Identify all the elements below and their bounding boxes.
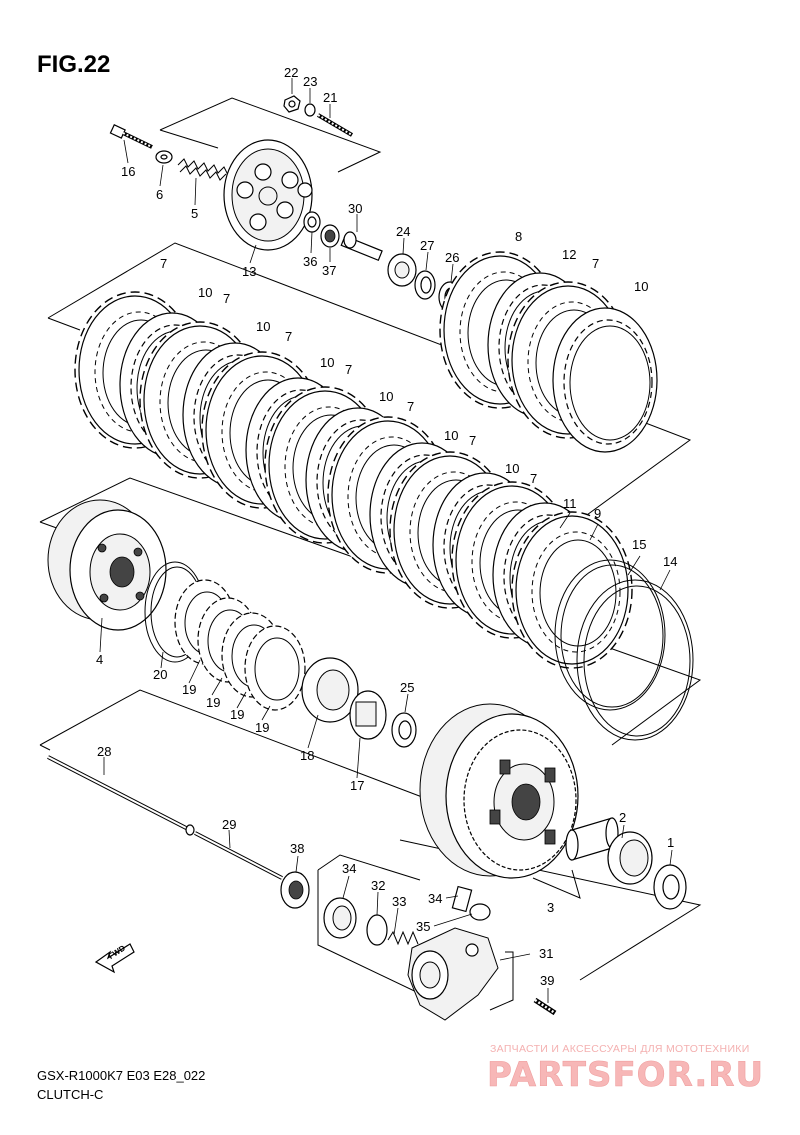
callout-11: 11	[563, 496, 577, 511]
callout-10-row-2: 10	[256, 319, 270, 334]
callout-1: 1	[667, 835, 674, 850]
callout-23: 23	[303, 74, 317, 89]
callout-24: 24	[396, 224, 410, 239]
callout-7-upper: 7	[592, 256, 599, 271]
piston-34	[323, 897, 357, 939]
model-code: GSX-R1000K7 E03 E28_022	[37, 1068, 205, 1083]
needle-bearing-2	[607, 831, 653, 885]
cap-35	[469, 903, 491, 921]
push-rod-28	[47, 755, 195, 836]
oil-seal-38	[280, 871, 310, 909]
callout-28: 28	[97, 744, 111, 759]
callout-4: 4	[96, 652, 103, 667]
section-name: CLUTCH-C	[37, 1087, 103, 1102]
callout-29: 29	[222, 817, 236, 832]
spring-5	[177, 158, 229, 181]
callout-34-piston: 34	[342, 861, 356, 876]
figure-title: FIG.22	[37, 51, 110, 78]
callout-5: 5	[191, 206, 198, 221]
callout-6: 6	[156, 187, 163, 202]
callout-20: 20	[153, 667, 167, 682]
callout-26: 26	[445, 250, 459, 265]
callout-35: 35	[416, 919, 430, 934]
callout-7-row-7: 7	[530, 471, 537, 486]
callout-27: 27	[420, 238, 434, 253]
washer-23	[304, 103, 316, 117]
callout-19-d: 19	[255, 720, 269, 735]
washer-36	[303, 211, 321, 233]
cam-17	[349, 690, 387, 740]
bolt-39	[533, 997, 557, 1016]
fwd-arrow-icon: FWD	[94, 943, 135, 974]
washer-6	[155, 150, 173, 164]
watermark-tagline: ЗАПЧАСТИ И АКСЕССУАРЫ ДЛЯ МОТОТЕХНИКИ	[490, 1043, 750, 1055]
callout-7-row-5: 7	[407, 399, 414, 414]
callout-2: 2	[619, 810, 626, 825]
callout-16: 16	[121, 164, 135, 179]
callout-7-row-2: 7	[223, 291, 230, 306]
bolt-16	[109, 124, 153, 149]
bleeder-34	[451, 885, 473, 913]
washer-27	[414, 270, 436, 300]
callout-17: 17	[350, 778, 364, 793]
callout-36: 36	[303, 254, 317, 269]
callout-19-a: 19	[182, 682, 196, 697]
callout-10-row-5: 10	[444, 428, 458, 443]
callout-19-b: 19	[206, 695, 220, 710]
callout-15: 15	[632, 537, 646, 552]
callout-14: 14	[663, 554, 677, 569]
callout-33: 33	[392, 894, 406, 909]
callout-12: 12	[562, 247, 576, 262]
callout-8: 8	[515, 229, 522, 244]
nut-24	[387, 253, 417, 287]
release-cylinder-31	[407, 927, 499, 1021]
callout-numbers: 22 23 21 16 6 5 13 30 36 37 24 27 26 8 1…	[96, 65, 677, 988]
leader-lines	[99, 78, 673, 1003]
callout-18: 18	[300, 748, 314, 763]
callout-34-bleeder: 34	[428, 891, 442, 906]
clutch-sleeve-hub-4	[47, 499, 167, 631]
spring-washer-14	[576, 579, 694, 741]
callout-10-row-6: 10	[505, 461, 519, 476]
cam-18	[301, 657, 359, 723]
bearing-37	[320, 224, 340, 248]
callout-31: 31	[539, 946, 553, 961]
push-piece-30	[340, 231, 383, 262]
watermark-logo: PARTSFOR.RU	[487, 1055, 764, 1095]
spring-33	[387, 930, 419, 946]
callout-13: 13	[242, 264, 256, 279]
pressure-plate-13	[223, 139, 313, 251]
callout-25: 25	[400, 680, 414, 695]
callout-10-row-4: 10	[379, 389, 393, 404]
nut-22	[283, 95, 301, 113]
washer-25	[391, 712, 417, 748]
callout-7-row-4: 7	[345, 362, 352, 377]
callout-10-row-1: 10	[198, 285, 212, 300]
callout-7-row-3: 7	[285, 329, 292, 344]
thrust-washer-1	[653, 864, 687, 910]
callout-19-c: 19	[230, 707, 244, 722]
callout-7-row-6: 7	[469, 433, 476, 448]
callout-21: 21	[323, 90, 337, 105]
callout-10-upper: 10	[634, 279, 648, 294]
seal-32	[366, 914, 388, 946]
adjuster-21	[316, 113, 354, 137]
primary-driven-gear-housing-3	[419, 703, 579, 879]
push-rod-29	[194, 831, 283, 880]
callout-3: 3	[547, 900, 554, 915]
callout-32: 32	[371, 878, 385, 893]
callout-30: 30	[348, 201, 362, 216]
wire-ring-15	[554, 559, 666, 711]
callout-37: 37	[322, 263, 336, 278]
driven-plate-10-upper	[552, 307, 658, 453]
callout-39: 39	[540, 973, 554, 988]
callout-22: 22	[284, 65, 298, 80]
callout-10-row-3: 10	[320, 355, 334, 370]
spring-plate-19-d	[244, 625, 306, 711]
callout-9: 9	[594, 506, 601, 521]
callout-7-row-1: 7	[160, 256, 167, 271]
callout-38: 38	[290, 841, 304, 856]
